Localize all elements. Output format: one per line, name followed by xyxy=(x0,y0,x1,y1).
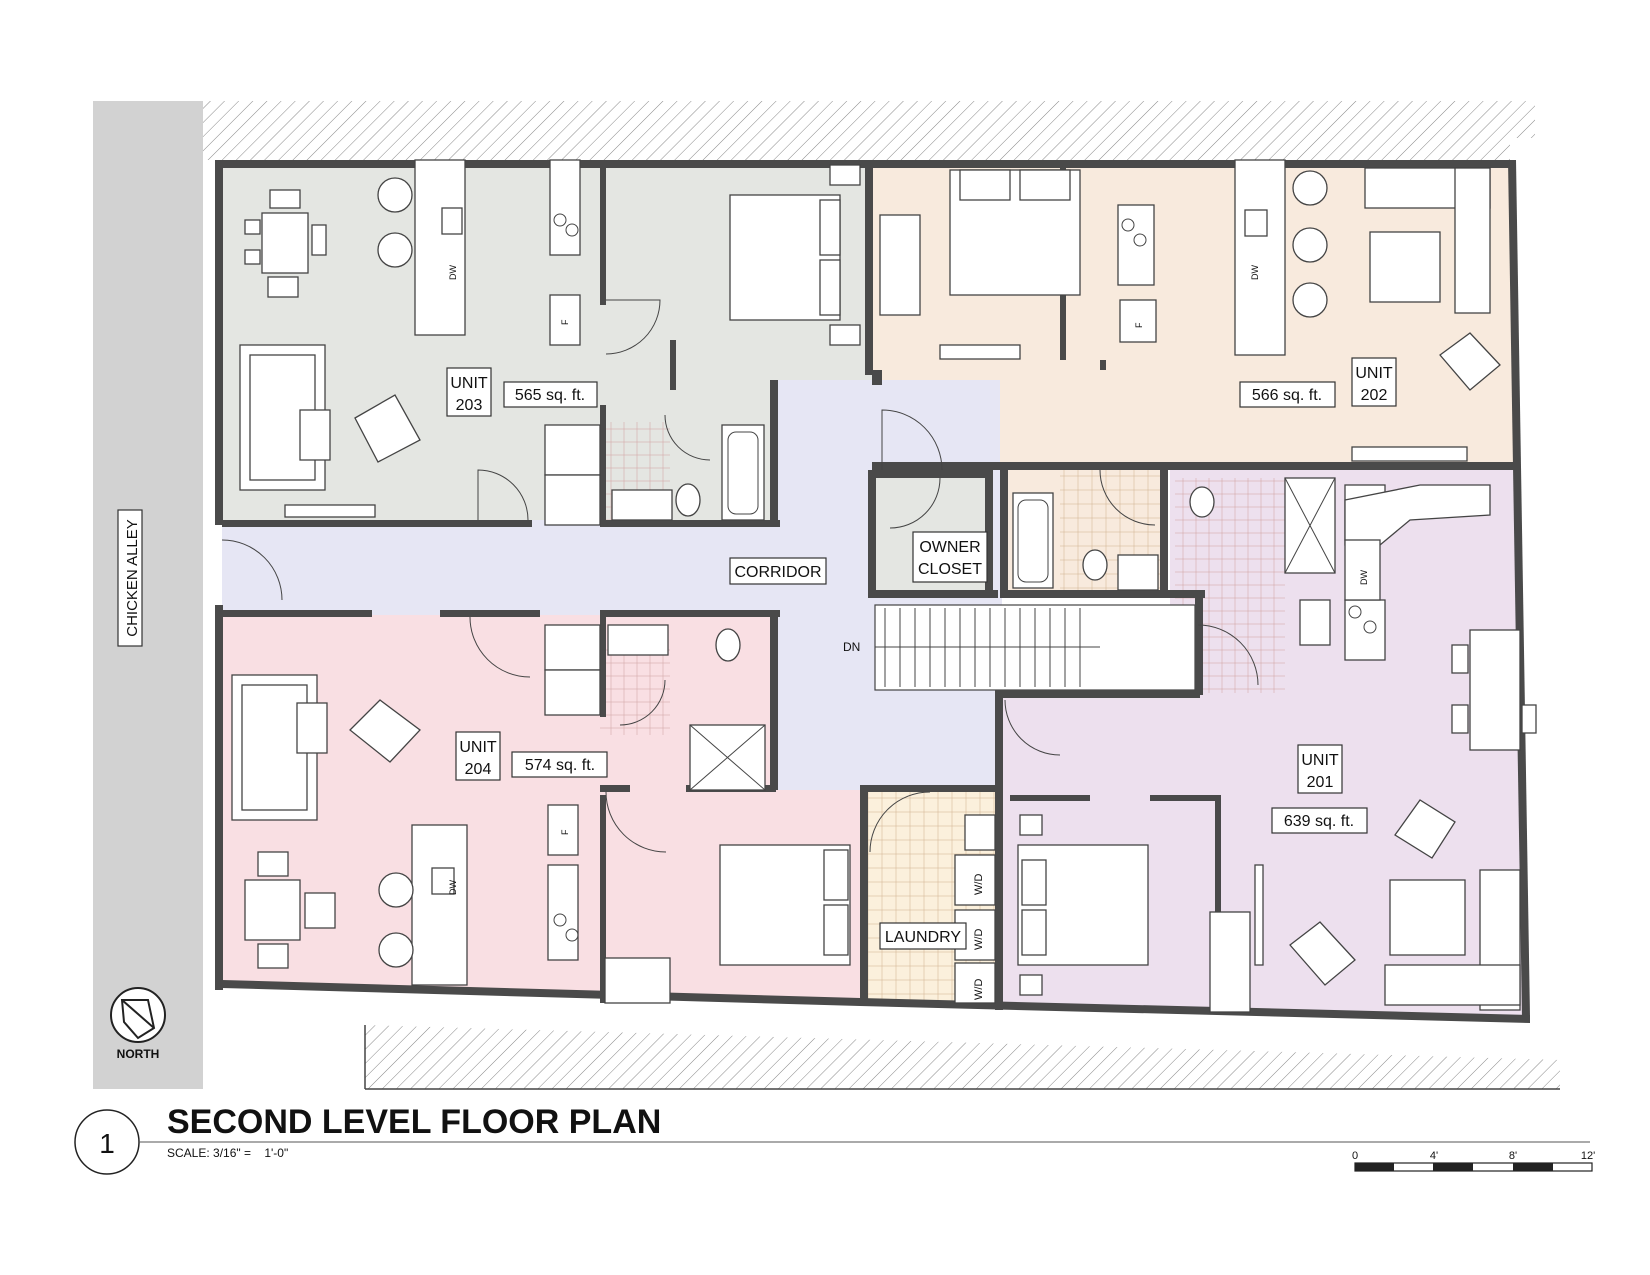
unit-202-area: 566 sq. ft. xyxy=(1252,387,1322,404)
north-arrow: NORTH xyxy=(110,987,166,1061)
alley-label-text: CHICKEN ALLEY xyxy=(124,519,141,637)
scale-tick-4: 4' xyxy=(1430,1150,1438,1162)
laundry-wd-1: W/D xyxy=(973,874,985,895)
laundry-label: LAUNDRY xyxy=(879,922,967,950)
north-neighbor-hatch xyxy=(203,101,1535,160)
bath-204-tile xyxy=(600,640,670,735)
walls xyxy=(215,160,1530,1023)
unit-201-dw: DW xyxy=(1359,570,1369,585)
drawing-number: 1 xyxy=(99,1128,115,1159)
owner-closet-label: OWNER CLOSET xyxy=(912,531,988,583)
unit-203-furniture: DW F xyxy=(239,159,861,526)
north-label: NORTH xyxy=(117,1047,160,1061)
unit-204-area: 574 sq. ft. xyxy=(525,757,595,774)
unit-203-fridge: F xyxy=(560,319,570,325)
svg-text:CLOSET: CLOSET xyxy=(918,561,982,578)
drawing-title: SECOND LEVEL FLOOR PLAN xyxy=(167,1103,661,1141)
stair-dn-label: DN xyxy=(843,640,860,654)
title-block: 1 SECOND LEVEL FLOOR PLAN SCALE: 3/16" =… xyxy=(74,1103,1590,1175)
svg-text:CORRIDOR: CORRIDOR xyxy=(734,564,821,581)
svg-text:204: 204 xyxy=(465,761,492,778)
svg-text:UNIT: UNIT xyxy=(1301,752,1339,769)
scale-tick-12: 12' xyxy=(1581,1150,1595,1162)
unit-202-dw: DW xyxy=(1250,265,1260,280)
unit-201-label: UNIT 201 639 sq. ft. xyxy=(1271,744,1368,834)
unit-204-fridge: F xyxy=(560,829,570,835)
laundry-wd-3: W/D xyxy=(973,979,985,1000)
svg-text:UNIT: UNIT xyxy=(450,375,488,392)
corridor-label: CORRIDOR xyxy=(729,557,827,585)
svg-text:UNIT: UNIT xyxy=(1355,365,1393,382)
svg-text:203: 203 xyxy=(456,397,483,414)
unit-201-furniture: DW xyxy=(1017,484,1537,1013)
unit-202-furniture: F DW xyxy=(879,159,1501,462)
stair: DN xyxy=(843,604,1196,691)
svg-text:201: 201 xyxy=(1307,774,1334,791)
laundry-wd-2: W/D xyxy=(973,929,985,950)
unit-204-label: UNIT 204 574 sq. ft. xyxy=(455,731,608,781)
unit-203-label: UNIT 203 565 sq. ft. xyxy=(446,367,598,417)
svg-text:202: 202 xyxy=(1361,387,1388,404)
unit-204-furniture: DW F xyxy=(231,624,851,1004)
unit-202-label: UNIT 202 566 sq. ft. xyxy=(1239,357,1397,408)
laundry-machines: W/D W/D W/D xyxy=(954,814,996,1004)
unit-202-fridge: F xyxy=(1134,322,1144,328)
alley-label: CHICKEN ALLEY xyxy=(117,509,143,647)
alley-strip xyxy=(93,101,203,1089)
unit-203-area: 565 sq. ft. xyxy=(515,387,585,404)
scale-tick-8: 8' xyxy=(1509,1150,1517,1162)
scale-tick-0: 0 xyxy=(1352,1150,1358,1162)
svg-text:UNIT: UNIT xyxy=(459,739,497,756)
door-swings xyxy=(221,299,1259,853)
svg-text:LAUNDRY: LAUNDRY xyxy=(885,929,962,946)
unit-203-dw: DW xyxy=(448,265,458,280)
scale-bar: 0 4' 8' 12' xyxy=(1352,1150,1595,1172)
south-neighbor-hatch xyxy=(365,1025,1560,1089)
drawing-scale: SCALE: 3/16" = 1'-0" xyxy=(167,1146,288,1160)
svg-text:OWNER: OWNER xyxy=(919,539,980,556)
unit-204-dw: DW xyxy=(448,880,458,895)
bath-fixtures-east xyxy=(1012,477,1336,646)
unit-201-area: 639 sq. ft. xyxy=(1284,813,1354,830)
